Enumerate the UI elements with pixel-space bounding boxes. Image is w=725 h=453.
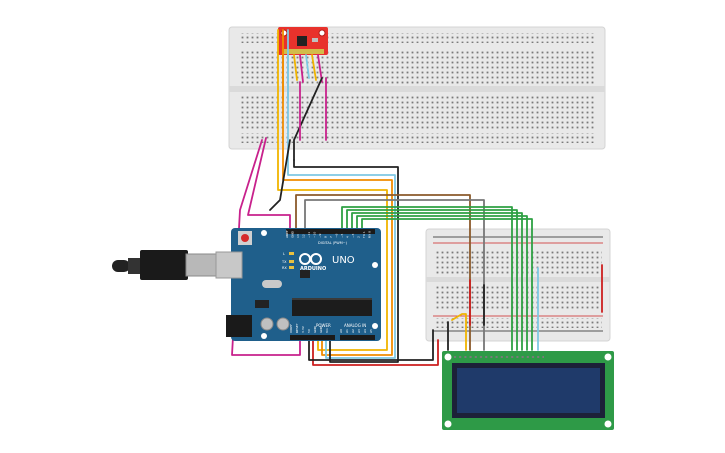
power-pin-label: 5V [307,328,311,333]
analog-pin-label: A0 [339,329,343,333]
breadboard-top[interactable] [228,26,606,150]
brand-text: ARDUINO [300,266,326,272]
digital-pin-label: 2 [357,236,361,238]
usb-cable[interactable] [112,250,217,280]
led-tx-label: TX [281,260,287,264]
led-rx-label: RX [282,266,287,270]
digital-pin-label: ~3 [351,233,355,238]
digital-pin-label: AREF [285,230,289,238]
digital-pin-label: ~5 [340,233,344,238]
model-text: UNO [332,255,355,266]
digital-pin-label: GND [291,230,295,238]
analog-pin-label: A5 [369,329,373,333]
atmega-chip [292,298,372,316]
power-pin-label: IOREF [289,324,293,333]
lcd-display[interactable] [442,351,614,430]
power-pin-label: GND [319,325,323,333]
power-pin-label: RESET [295,323,299,333]
digital-pin-label: ~9 [318,233,322,238]
arduino-logo-icon [299,253,322,265]
header-power-label: POWER [316,323,331,328]
power-pin-label: GND [313,325,317,333]
digital-pin-label: 8 [324,236,328,238]
header-analog-label: ANALOG IN [344,323,366,328]
analog-pin-label: A4 [363,329,367,333]
digital-pin-label: 7 [329,236,333,238]
analog-header[interactable] [340,335,375,340]
analog-pin-label: A3 [357,329,361,333]
led-l-label: L [283,252,285,256]
digital-pin-label: ~11 [307,232,311,238]
digital-pin-label: 12 [302,234,306,238]
wires [231,29,603,366]
power-pin-label: 3.3V [301,325,305,333]
breadboard-right[interactable] [425,228,611,342]
digital-pin-label: RX 0 [368,231,372,238]
arduino-uno[interactable]: ARDUINO UNO DIGITAL (PWM~) POWER ANALOG … [215,228,381,341]
digital-pin-label: 13 [296,234,300,238]
analog-pin-label: A2 [351,329,355,333]
sensor-module[interactable] [278,27,328,55]
digital-pin-label: ~10 [313,232,317,238]
digital-pin-label: ~6 [335,233,339,238]
header-digital-label: DIGITAL (PWM~) [318,241,348,245]
power-pin-label: Vin [325,328,329,333]
digital-pin-label: 4 [346,236,350,238]
reset-button[interactable] [241,234,249,242]
power-header[interactable] [290,335,335,340]
digital-pin-label: TX 1 [362,231,366,239]
digital-header[interactable] [286,229,375,234]
lcd-screen [457,368,600,413]
analog-pin-label: A1 [345,329,349,333]
